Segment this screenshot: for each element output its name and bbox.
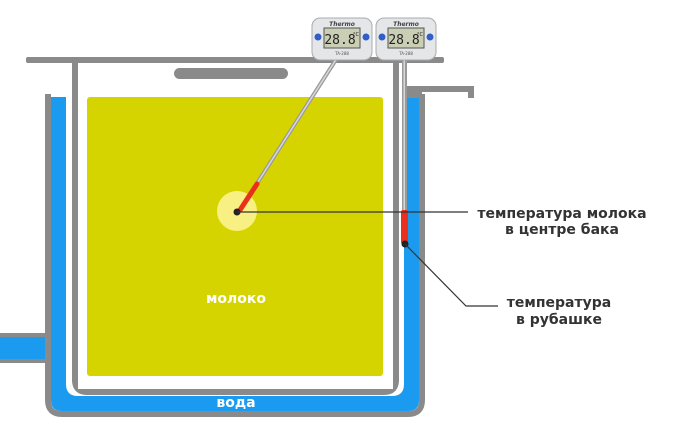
center-temp-label-line2: в центре бака (505, 222, 619, 238)
thermometer-unit: °C (353, 32, 360, 38)
jacket-temp-label-line1: температура (507, 295, 611, 311)
button-icon (426, 33, 434, 41)
thermometer-reading: 28.8 (324, 33, 355, 48)
jacket-temp-label-line2: в рубашке (516, 312, 602, 328)
lid-handle (174, 68, 288, 79)
thermometer-brand: Thermo (329, 21, 355, 28)
center-temp-label-line1: температура молока (477, 206, 646, 222)
button-icon (378, 33, 386, 41)
milk-label: молоко (206, 291, 266, 307)
jacket-outer-wall (45, 94, 425, 417)
thermometer-reading: 28.8 (388, 33, 419, 48)
button-icon (362, 33, 370, 41)
jacket-leader-line (404, 243, 498, 307)
button-icon (314, 33, 322, 41)
thermometer-1-display: Thermo 28.8 °C TA-288 (311, 17, 373, 61)
inner-tank-wall (72, 62, 399, 395)
thermometer-model: TA-288 (398, 51, 413, 56)
thermometer-center-probe (237, 56, 339, 213)
outlet-pipe (404, 86, 474, 98)
thermometer-unit: °C (417, 32, 424, 38)
thermometer-brand: Thermo (393, 21, 419, 28)
thermometer-model: TA-288 (334, 51, 349, 56)
thermometer-jacket-probe (401, 58, 408, 244)
thermometer-2-display: Thermo 28.8 °C TA-288 (375, 17, 437, 61)
milk-body (87, 97, 383, 376)
water-label: вода (216, 395, 255, 411)
